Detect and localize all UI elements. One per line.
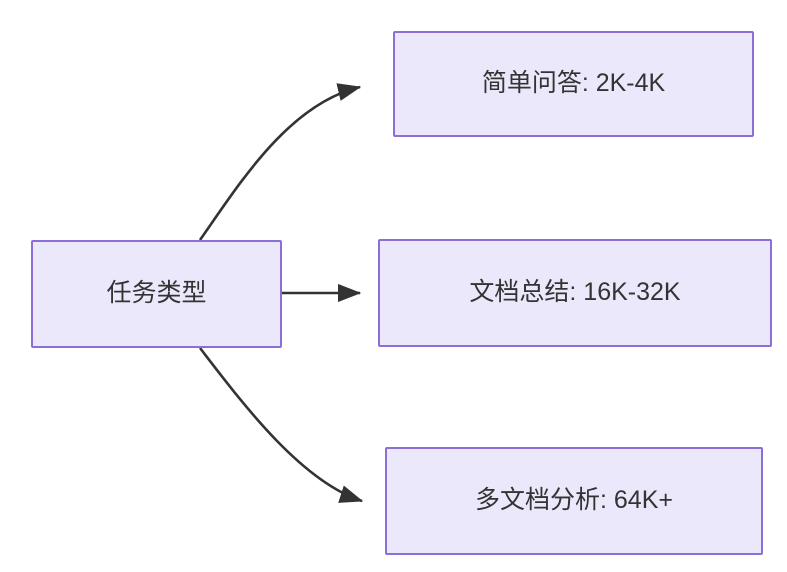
node-doc-summary[interactable]: 文档总结: 16K-32K bbox=[378, 239, 772, 347]
node-simple-qa-label: 简单问答: 2K-4K bbox=[481, 69, 666, 98]
node-root-label: 任务类型 bbox=[106, 279, 207, 308]
node-multi-doc-label: 多文档分析: 64K+ bbox=[475, 486, 673, 515]
edge-root-to-simple-qa bbox=[198, 83, 362, 241]
node-simple-qa[interactable]: 简单问答: 2K-4K bbox=[393, 31, 754, 137]
node-root-task-type[interactable]: 任务类型 bbox=[31, 240, 282, 348]
node-multi-doc[interactable]: 多文档分析: 64K+ bbox=[385, 447, 763, 555]
edge-root-to-multi-doc bbox=[198, 347, 364, 503]
node-doc-summary-label: 文档总结: 16K-32K bbox=[469, 278, 681, 307]
